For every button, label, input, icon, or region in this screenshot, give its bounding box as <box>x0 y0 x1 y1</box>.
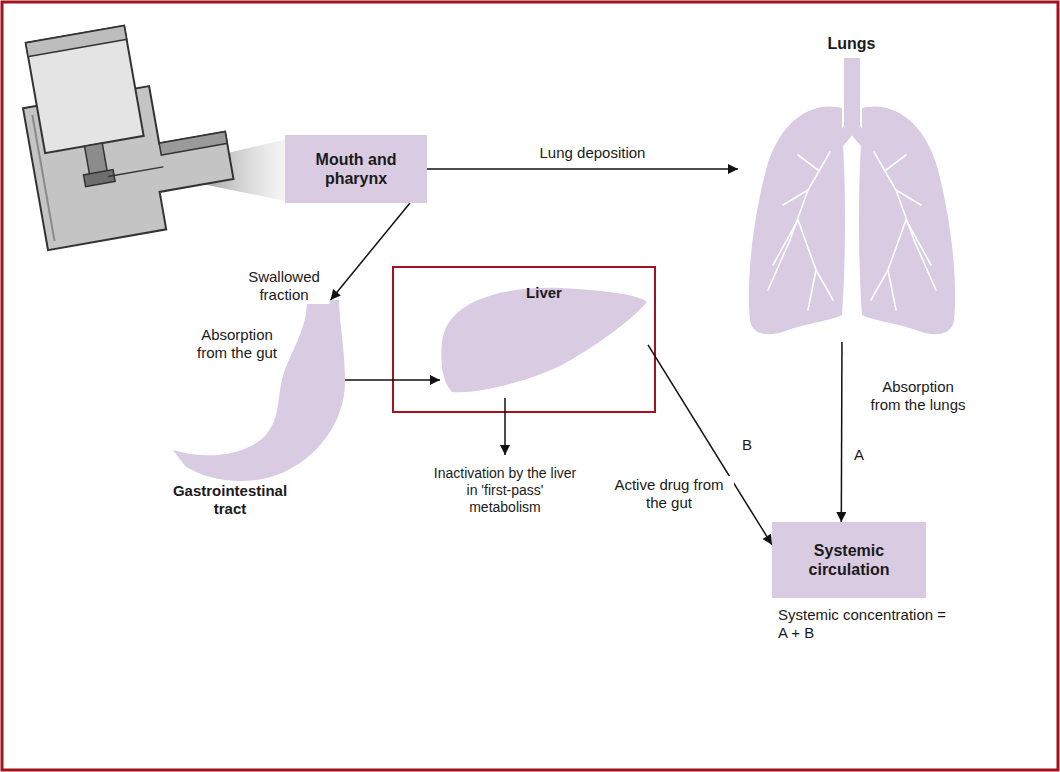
arrow-connector <box>331 203 410 300</box>
text-group: Liver <box>440 284 648 302</box>
text-group: Inactivation by the liver in 'first-pass… <box>424 461 586 519</box>
node-label: Lungs <box>738 34 965 53</box>
node-label: Liver <box>440 284 648 302</box>
process-box: Mouth and pharynx <box>285 135 427 203</box>
process-box: Systemic circulation <box>772 522 926 598</box>
node-label: Gastrointestinal tract <box>165 482 295 518</box>
inhaler-drawing <box>12 11 240 250</box>
liver-organ: Liver <box>440 280 648 398</box>
annotation-label: Absorption from the lungs <box>866 378 970 414</box>
arrow-connector <box>345 379 440 381</box>
text-group: Lungs <box>738 34 965 53</box>
edge-label: Swallowed fraction <box>238 268 330 304</box>
node-label: Mouth and pharynx <box>293 150 419 188</box>
annotation-label: Active drug from the gut <box>604 476 734 512</box>
arrow-connector <box>504 398 506 455</box>
arrow-connector <box>648 345 772 545</box>
arrow-connector <box>841 342 843 522</box>
text-group: Systemic circulation <box>772 537 926 583</box>
node-label: Inactivation by the liver in 'first-pass… <box>432 465 578 515</box>
lungs-organ: Lungs <box>738 30 965 342</box>
edge-label: A <box>850 446 868 464</box>
text-group: Gastrointestinal tract <box>165 482 295 518</box>
edge-label: Absorption from the gut <box>186 326 288 362</box>
text-group: Mouth and pharynx <box>285 146 427 192</box>
edge-label: Lung deposition <box>520 144 665 162</box>
node-label: Systemic circulation <box>780 541 918 579</box>
highlight-rectangle <box>393 267 655 412</box>
arrow-connector <box>427 168 738 170</box>
annotation-label: Systemic concentration = A + B <box>776 606 954 642</box>
lungs-shape <box>738 30 965 342</box>
outcome-text: Inactivation by the liver in 'first-pass… <box>424 455 586 526</box>
edge-label: B <box>738 436 756 454</box>
